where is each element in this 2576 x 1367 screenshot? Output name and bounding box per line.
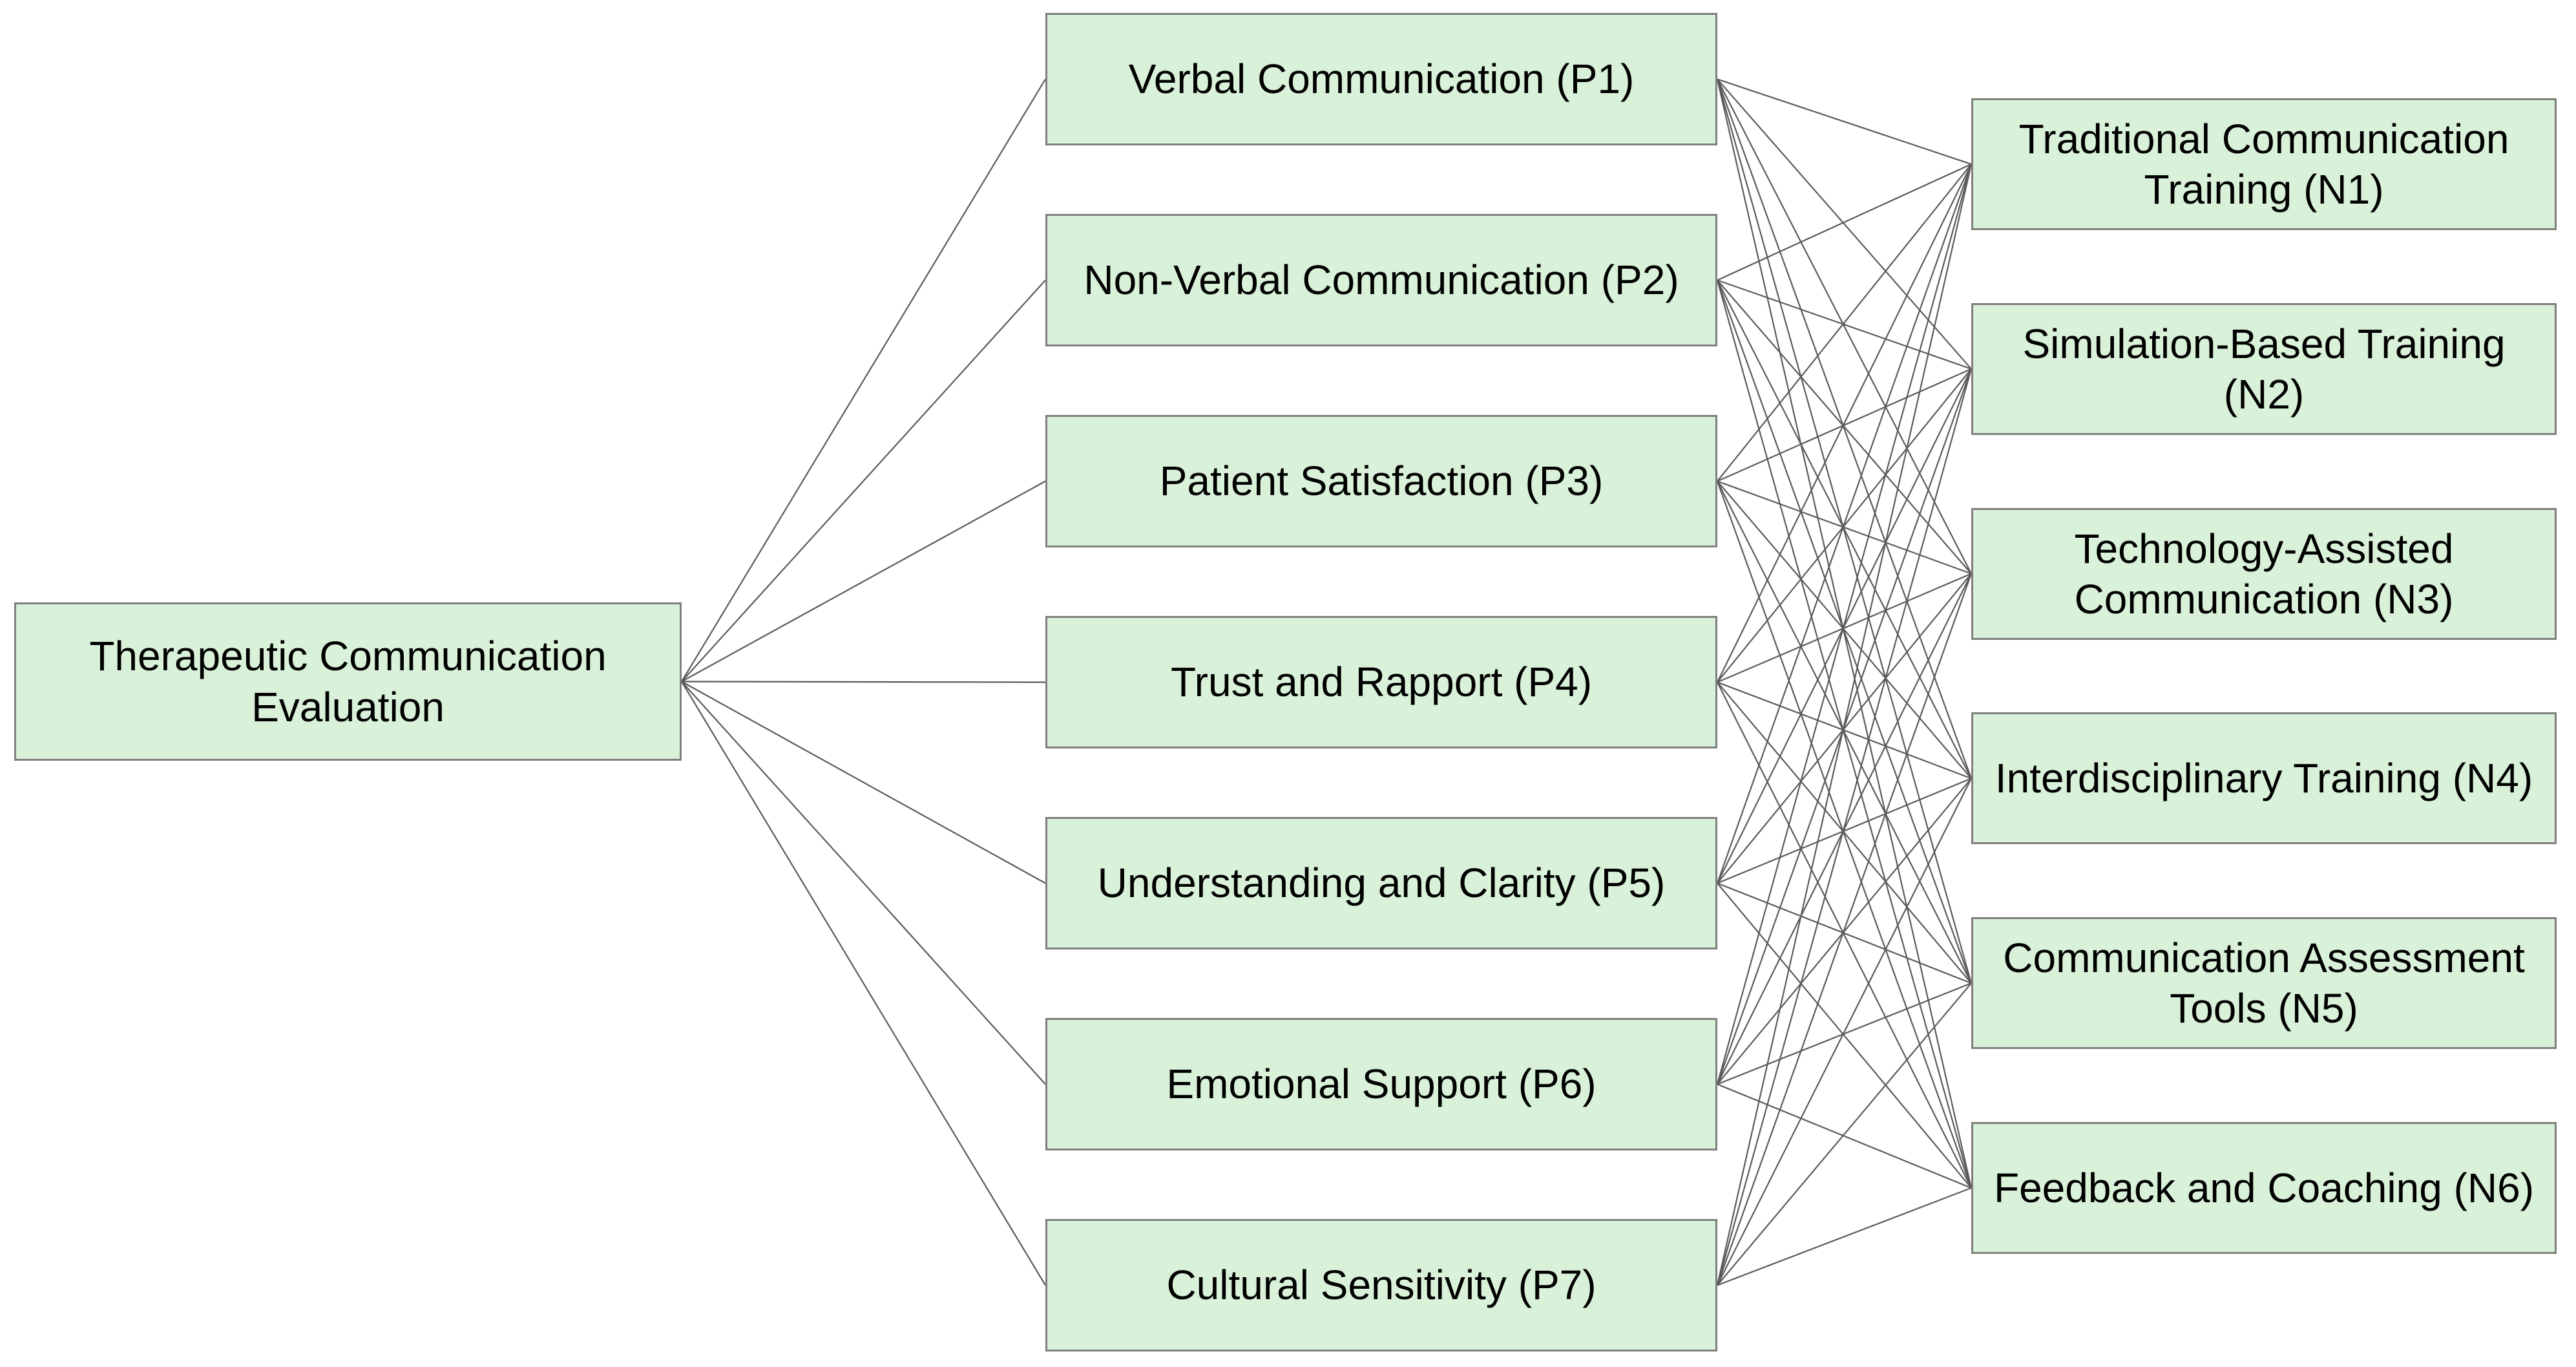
node-label: Feedback and Coaching (N6) xyxy=(1993,1164,2535,1211)
node-P5: Understanding and Clarity (P5) xyxy=(1045,817,1717,949)
node-label: Interdisciplinary Training (N4) xyxy=(1995,755,2533,802)
node-label: Simulation-Based Training (N2) xyxy=(2022,320,2506,418)
edge-P1-N2 xyxy=(1717,78,1972,370)
edge-P4-N4 xyxy=(1717,681,1972,779)
edge-P3-N3 xyxy=(1717,480,1972,575)
node-label: Traditional Communication Training (N1) xyxy=(2018,115,2509,213)
edge-P2-N4 xyxy=(1717,280,1972,779)
edge-P7-N4 xyxy=(1717,778,1972,1286)
edge-P3-N5 xyxy=(1717,481,1972,984)
edge-P3-N2 xyxy=(1717,368,1972,482)
edge-P1-N1 xyxy=(1717,78,1972,165)
edge-P6-N1 xyxy=(1716,164,1973,1085)
node-P2: Non-Verbal Communication (P2) xyxy=(1045,214,1717,346)
node-N5: Communication Assessment Tools (N5) xyxy=(1971,917,2557,1050)
edge-P7-N3 xyxy=(1716,573,1973,1286)
node-P6: Emotional Support (P6) xyxy=(1045,1018,1717,1150)
edge-P3-N4 xyxy=(1717,480,1972,779)
column-interventions: Traditional Communication Training (N1) S… xyxy=(1971,98,2557,1254)
edge-P7-N5 xyxy=(1717,982,1972,1286)
column-root: Therapeutic Communication Evaluation xyxy=(14,602,682,761)
node-label: Trust and Rapport (P4) xyxy=(1170,659,1593,706)
edge-P5-N6 xyxy=(1717,882,1972,1189)
edge-P2-N5 xyxy=(1716,280,1973,984)
edge-P2-N6 xyxy=(1716,280,1973,1189)
edge-P7-N6 xyxy=(1717,1187,1972,1286)
edge-P1-N5 xyxy=(1716,79,1973,984)
node-label: Emotional Support (P6) xyxy=(1166,1061,1597,1108)
node-label: Technology-Assisted Communication (N3) xyxy=(2074,525,2454,622)
edge-P1-N4 xyxy=(1716,79,1973,779)
edge-P7-N2 xyxy=(1716,368,1973,1286)
edge-P1-N3 xyxy=(1717,78,1972,575)
edge-P4-N5 xyxy=(1717,681,1972,984)
node-label: Non-Verbal Communication (P2) xyxy=(1084,257,1679,304)
edge-ROOT-P4 xyxy=(681,681,1046,683)
edge-P6-N5 xyxy=(1717,982,1972,1085)
node-N6: Feedback and Coaching (N6) xyxy=(1971,1121,2557,1254)
node-label: Therapeutic Communication Evaluation xyxy=(89,633,607,730)
node-N3: Technology-Assisted Communication (N3) xyxy=(1971,507,2557,640)
edge-P3-N6 xyxy=(1716,481,1973,1189)
edge-ROOT-P1 xyxy=(681,78,1046,683)
node-label: Understanding and Clarity (P5) xyxy=(1097,860,1666,907)
edge-P5-N1 xyxy=(1716,164,1973,884)
node-label: Communication Assessment Tools (N5) xyxy=(2003,935,2525,1032)
edge-P2-N3 xyxy=(1717,279,1972,575)
node-P4: Trust and Rapport (P4) xyxy=(1045,616,1717,748)
node-label: Verbal Communication (P1) xyxy=(1128,56,1635,103)
edge-ROOT-P7 xyxy=(681,681,1046,1286)
node-P3: Patient Satisfaction (P3) xyxy=(1045,415,1717,547)
edge-P2-N1 xyxy=(1717,163,1972,281)
edge-ROOT-P6 xyxy=(681,681,1046,1085)
edge-ROOT-P5 xyxy=(681,681,1046,884)
edge-P7-N1 xyxy=(1716,164,1973,1286)
edge-ROOT-P2 xyxy=(681,279,1046,683)
node-N2: Simulation-Based Training (N2) xyxy=(1971,302,2557,435)
edge-ROOT-P3 xyxy=(681,480,1046,683)
edge-P4-N6 xyxy=(1717,682,1972,1189)
node-ROOT: Therapeutic Communication Evaluation xyxy=(14,602,682,761)
edge-P3-N1 xyxy=(1717,164,1972,482)
node-P7: Cultural Sensitivity (P7) xyxy=(1045,1219,1717,1351)
node-N4: Interdisciplinary Training (N4) xyxy=(1971,712,2557,845)
edge-P6-N6 xyxy=(1717,1083,1972,1189)
edge-P5-N4 xyxy=(1717,778,1972,884)
edge-P4-N1 xyxy=(1717,164,1972,683)
edge-P4-N3 xyxy=(1717,573,1972,683)
node-label: Patient Satisfaction (P3) xyxy=(1159,458,1604,505)
node-label: Cultural Sensitivity (P7) xyxy=(1166,1262,1597,1309)
column-perceptions: Verbal Communication (P1) Non-Verbal Comm… xyxy=(1045,13,1717,1351)
node-P1: Verbal Communication (P1) xyxy=(1045,13,1717,145)
edge-P5-N5 xyxy=(1717,882,1972,984)
node-N1: Traditional Communication Training (N1) xyxy=(1971,98,2557,230)
